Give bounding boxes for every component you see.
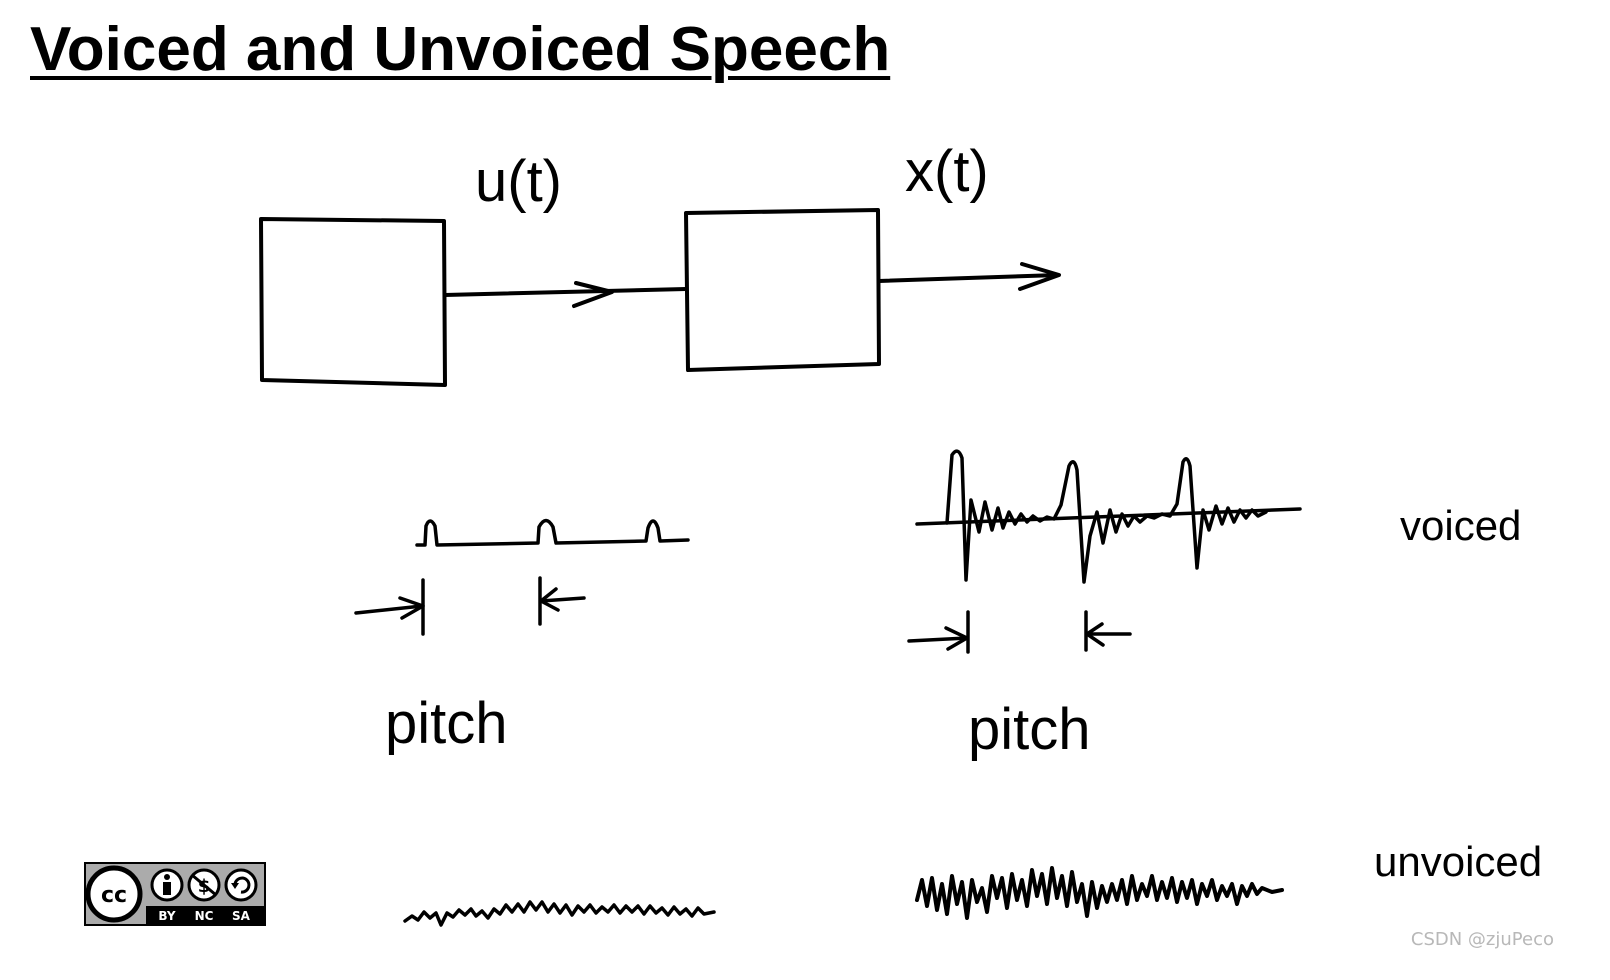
pitch-label-left: pitch: [385, 691, 508, 756]
pitch-label-right: pitch: [968, 697, 1091, 762]
attribution-icon: [150, 868, 184, 902]
pitch-marker-right: [907, 610, 1132, 654]
source-box: [259, 217, 447, 387]
pitch-marker-left: [354, 576, 586, 636]
voiced-excitation-waveform: [415, 518, 690, 547]
cc-by-nc-sa-icon[interactable]: cc $ BY NC SA: [84, 862, 266, 926]
non-commercial-icon: $: [187, 868, 221, 902]
svg-text:cc: cc: [101, 883, 127, 908]
filter-box: [684, 208, 881, 372]
output-signal-arrow: [877, 273, 1060, 283]
input-signal-label: u(t): [475, 149, 562, 214]
watermark: CSDN @zjuPeco: [1410, 929, 1554, 950]
cc-term-by: BY: [158, 909, 175, 923]
unvoiced-output-waveform: [915, 866, 1284, 920]
voiced-output-waveform: [915, 449, 1302, 584]
voiced-row-label: voiced: [1400, 502, 1522, 549]
share-alike-icon: [224, 868, 258, 902]
cc-term-nc: NC: [195, 909, 214, 923]
unvoiced-row-label: unvoiced: [1374, 838, 1543, 885]
cc-term-sa: SA: [232, 909, 251, 923]
unvoiced-excitation-waveform: [403, 900, 716, 927]
input-arrowhead: [572, 281, 614, 308]
output-signal-label: x(t): [905, 139, 989, 204]
input-signal-arrow: [443, 287, 688, 297]
page-title: Voiced and Unvoiced Speech: [30, 15, 891, 84]
output-arrowhead: [1018, 262, 1061, 291]
